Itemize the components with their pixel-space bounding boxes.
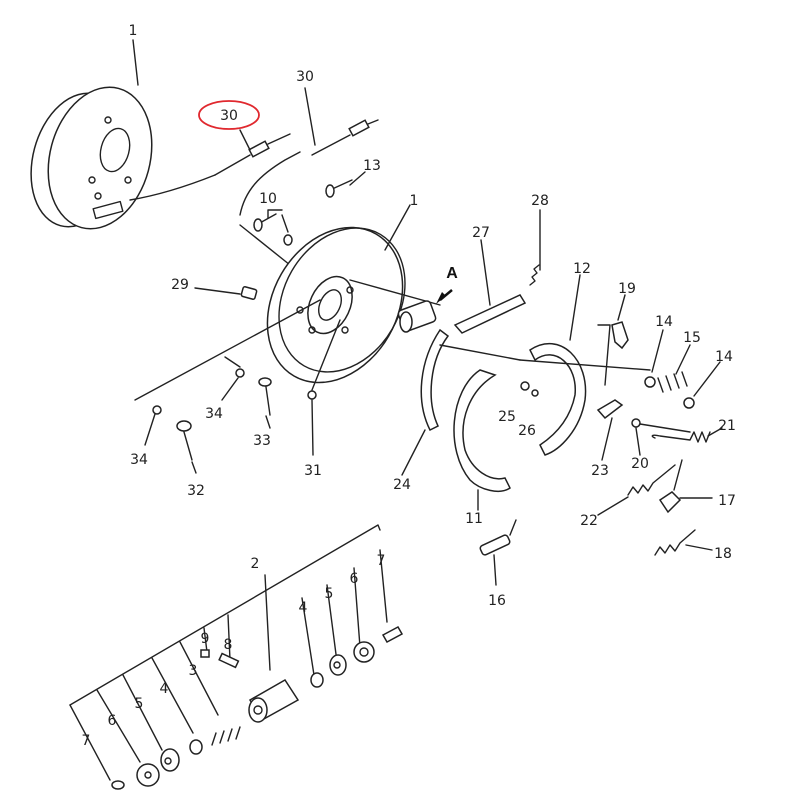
label-30-circled: 30 xyxy=(220,108,238,124)
label-5a: 5 xyxy=(325,586,334,602)
label-21: 21 xyxy=(718,418,736,434)
label-view-a: A xyxy=(446,265,458,282)
wheel-cylinder xyxy=(349,279,453,333)
label-3: 3 xyxy=(189,663,198,679)
backing-plate-center xyxy=(266,204,411,384)
label-14a: 14 xyxy=(655,314,673,330)
shoe-hardware xyxy=(479,294,723,586)
parking-brake-cables xyxy=(129,87,379,266)
label-11: 11 xyxy=(465,511,483,527)
label-27: 27 xyxy=(472,225,490,241)
label-25: 25 xyxy=(498,409,516,425)
label-32: 32 xyxy=(187,483,205,499)
callout-labels: 1 30 30 13 10 1 28 27 A 12 19 29 14 15 1… xyxy=(82,23,736,749)
highlight-circle xyxy=(198,100,260,130)
label-34a: 34 xyxy=(205,406,223,422)
label-10: 10 xyxy=(259,191,277,207)
label-28: 28 xyxy=(531,193,549,209)
label-12: 12 xyxy=(573,261,591,277)
label-30: 30 xyxy=(296,69,314,85)
wheel-cylinder-exploded xyxy=(69,524,404,790)
label-18: 18 xyxy=(714,546,732,562)
label-15: 15 xyxy=(683,330,701,346)
label-34b: 34 xyxy=(130,452,148,468)
adjuster-and-spring xyxy=(453,209,541,334)
bolts-13-10 xyxy=(253,171,366,246)
label-20: 20 xyxy=(631,456,649,472)
label-7a: 7 xyxy=(377,553,386,569)
label-13: 13 xyxy=(363,158,381,174)
label-1-left: 1 xyxy=(129,23,138,39)
label-4a: 4 xyxy=(299,600,308,616)
label-6a: 6 xyxy=(350,571,359,587)
label-7b: 7 xyxy=(82,733,91,749)
label-14b: 14 xyxy=(715,349,733,365)
label-1-center: 1 xyxy=(410,193,419,209)
label-23: 23 xyxy=(591,463,609,479)
label-2: 2 xyxy=(251,556,260,572)
label-19: 19 xyxy=(618,281,636,297)
label-24: 24 xyxy=(393,477,411,493)
label-5b: 5 xyxy=(135,696,144,712)
label-4b: 4 xyxy=(160,681,169,697)
label-6b: 6 xyxy=(108,713,117,729)
backing-plate-left xyxy=(30,39,153,230)
label-31: 31 xyxy=(304,463,322,479)
label-8: 8 xyxy=(224,637,233,653)
label-17: 17 xyxy=(718,493,736,509)
label-33: 33 xyxy=(253,433,271,449)
label-26: 26 xyxy=(518,423,536,439)
brake-shoe-11 xyxy=(401,328,539,511)
label-29: 29 xyxy=(171,277,189,293)
label-16: 16 xyxy=(488,593,506,609)
mounting-hardware xyxy=(134,286,341,474)
label-9: 9 xyxy=(201,631,210,647)
brake-shoe-12 xyxy=(519,274,651,456)
label-22: 22 xyxy=(580,513,598,529)
